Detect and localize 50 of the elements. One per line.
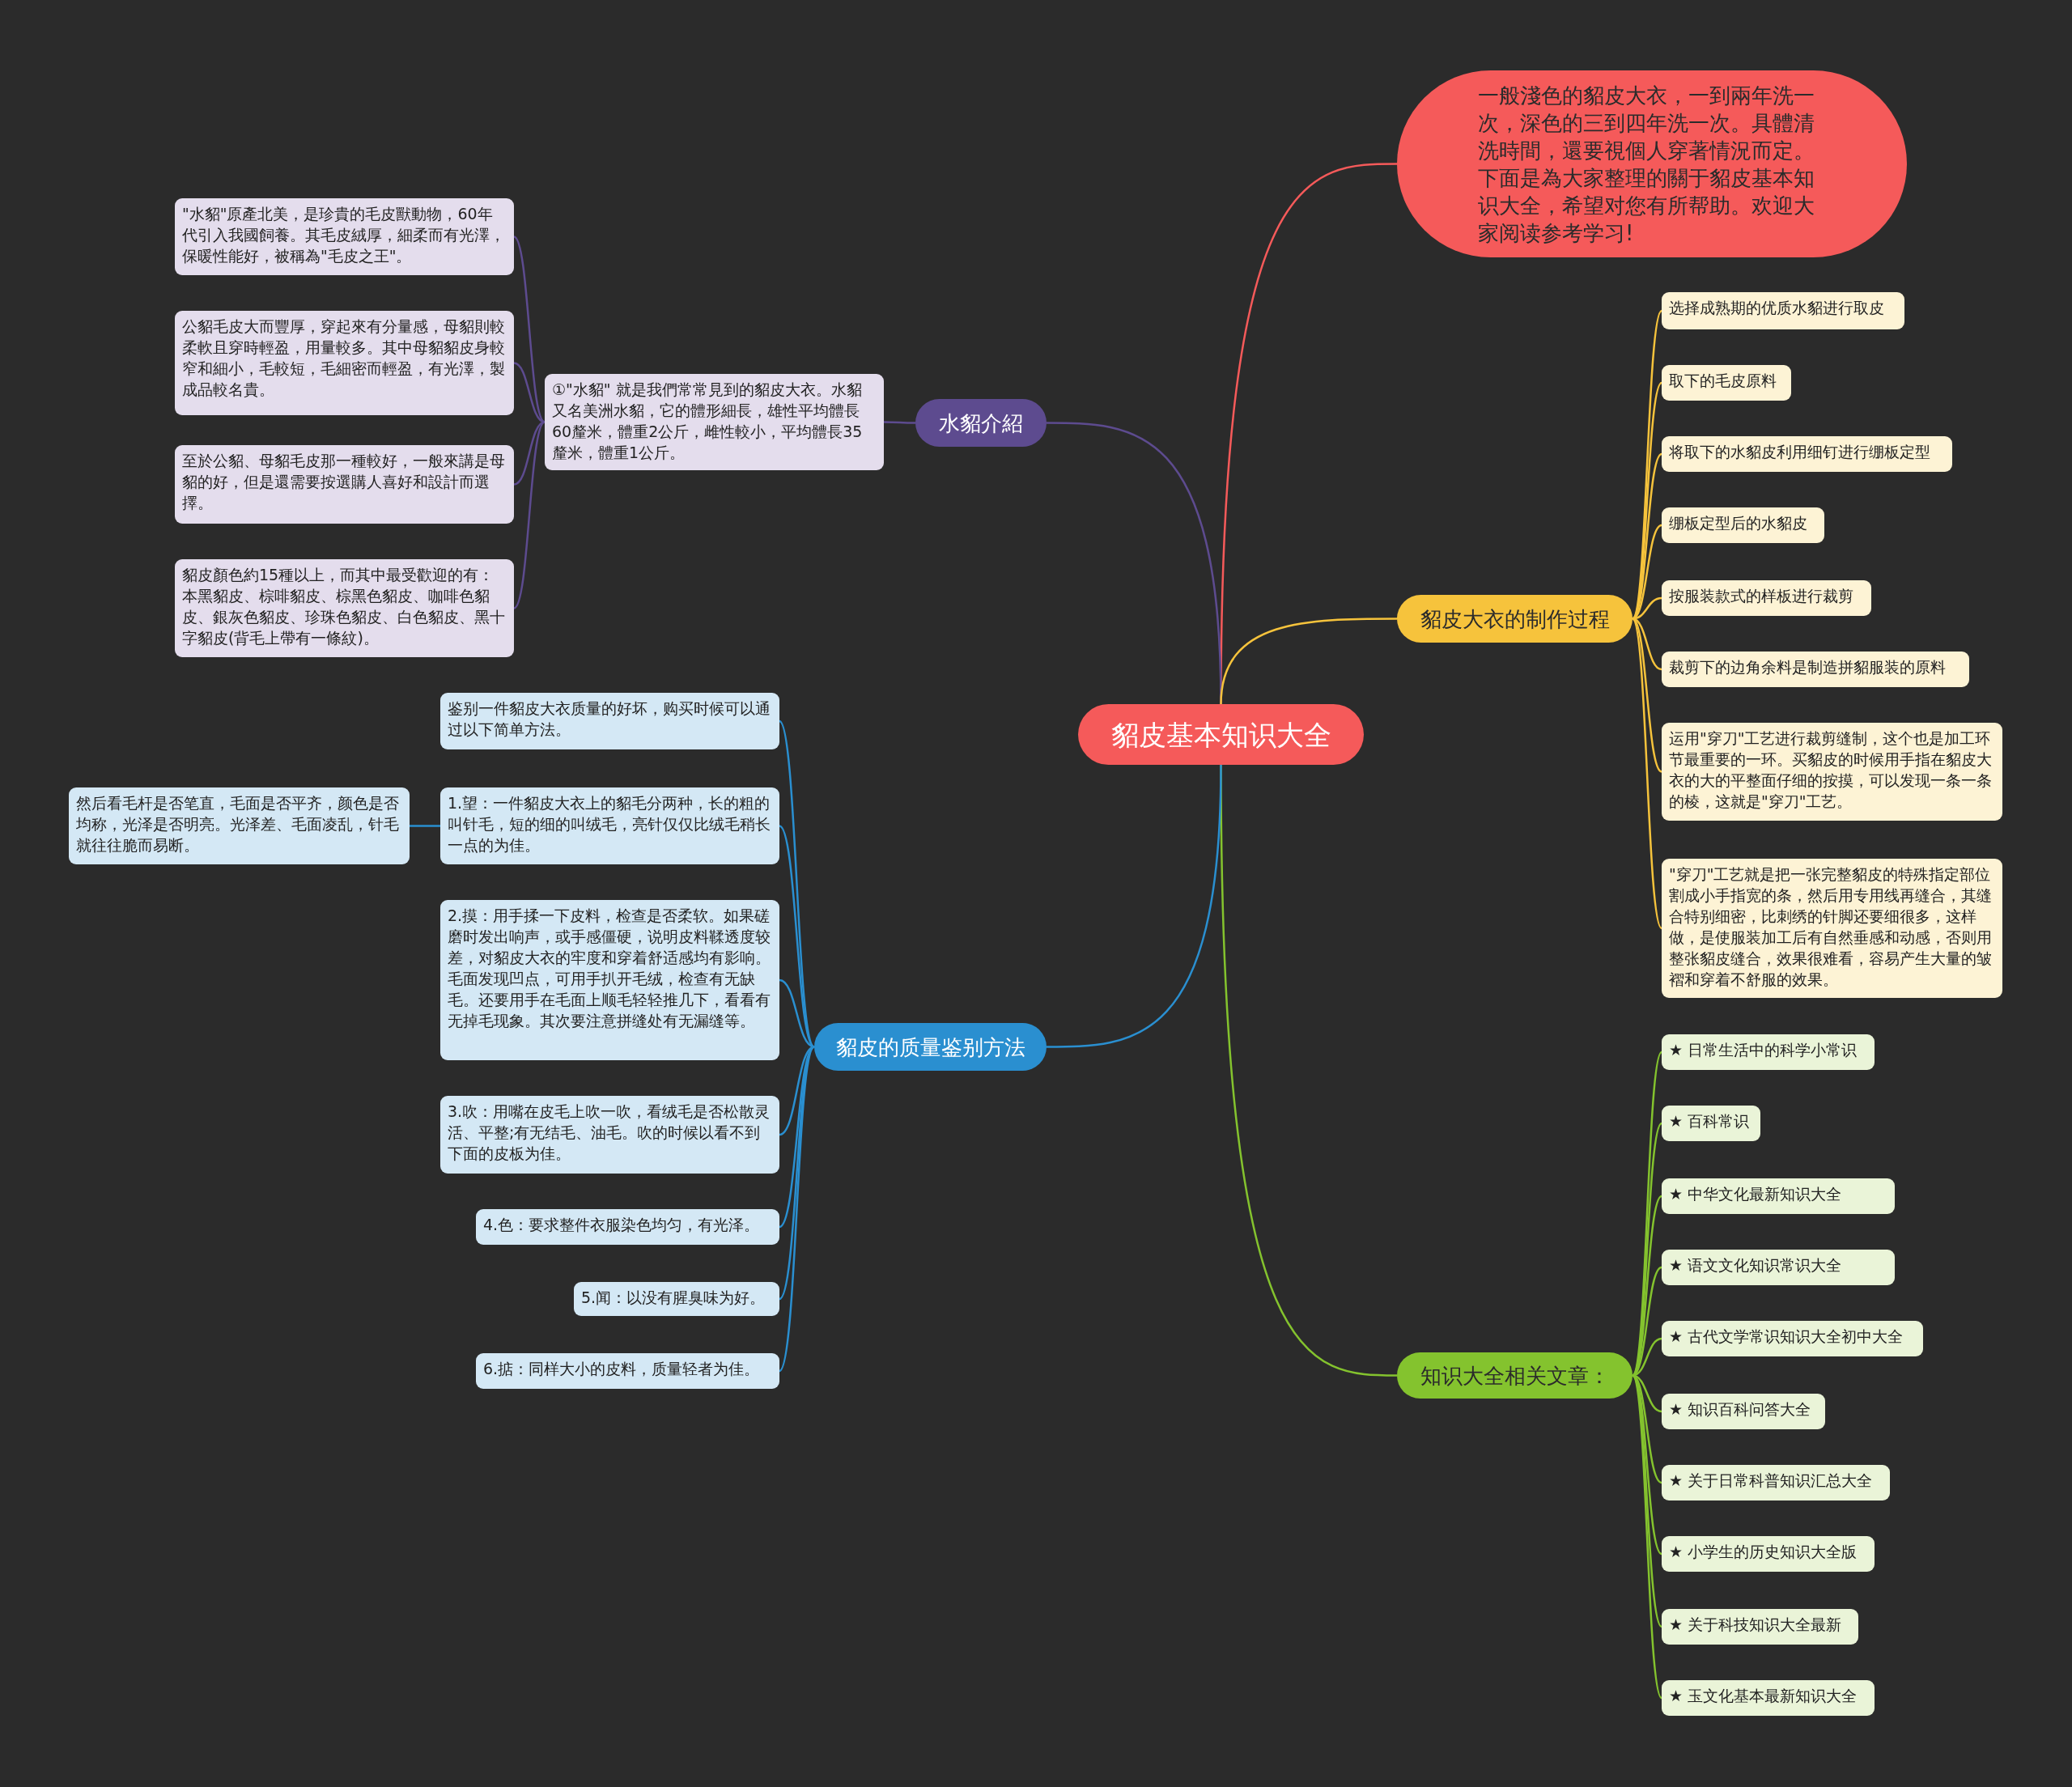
step-box: "穿刀"工艺就是把一张完整貂皮的特殊指定部位割成小手指宽的条，然后用专用线再缝合，其缝合特别细密，比刺绣的针脚还要细很多，这样做，是使服装加工后有自然垂感和动感，否则用整张貂皮缝合，效果很难看，容易产生大量的皱褶和穿着不舒服的效果。 xyxy=(1662,859,2002,998)
note-box: 6.掂：同样大小的皮料，质量轻者为佳。 xyxy=(476,1353,779,1389)
connector xyxy=(1631,618,1663,929)
central-topic: 貂皮基本知识大全 xyxy=(1078,704,1364,765)
step-box: 裁剪下的边角余料是制造拼貂服装的原料 xyxy=(1662,652,1969,687)
branch-topic: 知识大全相关文章： xyxy=(1397,1352,1633,1399)
note-box: ①"水貂" 就是我們常常見到的貂皮大衣。水貂又名美洲水貂，它的體形細長，雄性平均體長60釐米，體重2公斤，雌性較小，平均體長35釐米，體重1公斤。 xyxy=(545,374,884,470)
link-item: ★ 中华文化最新知识大全 xyxy=(1662,1178,1895,1214)
intro-bubble: 一般淺色的貂皮大衣，一到兩年洗一次，深色的三到四年洗一次。具體清洗時間，還要視個人穿著情況而定。下面是為大家整理的關于貂皮基本知识大全，希望对您有所帮助。欢迎大家阅读参考学习! xyxy=(1397,70,1907,257)
note-box: 2.摸：用手揉一下皮料，检查是否柔软。如果磋磨时发出响声，或手感僵硬，说明皮料鞣透度较差，对貂皮大衣的牢度和穿着舒适感均有影响。毛面发现凹点，可用手扒开毛绒，检查有无缺毛。还要用手在毛面上顺毛轻轻推几下，看看有无掉毛现象。其次要注意拼缝处有无漏缝等。 xyxy=(440,900,779,1060)
note-box: 4.色：要求整件衣服染色均匀，有光泽。 xyxy=(476,1209,779,1245)
link-item: ★ 关于日常科普知识汇总大全 xyxy=(1662,1465,1890,1500)
connector xyxy=(1631,1374,1663,1699)
connector xyxy=(1220,618,1397,705)
note-box: 貂皮顏色約15種以上，而其中最受歡迎的有：本黑貂皮、棕啡貂皮、棕黑色貂皮、咖啡色貂皮、銀灰色貂皮、珍珠色貂皮、白色貂皮、黑十字貂皮(背毛上帶有一條紋)。 xyxy=(175,559,514,657)
connector xyxy=(410,825,440,827)
step-box: 运用"穿刀"工艺进行裁剪缝制，这个也是加工环节最重要的一环。买貂皮的时候用手指在貂皮大衣的大的平整面仔细的按摸，可以发现一条一条的棱，这就是"穿刀"工艺。 xyxy=(1662,723,2002,821)
link-item: ★ 知识百科问答大全 xyxy=(1662,1394,1825,1429)
branch-topic: 水貂介紹 xyxy=(915,399,1047,447)
branch-topic: 貂皮的质量鉴别方法 xyxy=(814,1023,1047,1071)
step-box: 绷板定型后的水貂皮 xyxy=(1662,507,1824,543)
note-box: 5.闻：以没有腥臭味为好。 xyxy=(574,1282,779,1316)
note-box: 至於公貂、母貂毛皮那一種較好，一般來講是母貂的好，但是還需要按選購人喜好和設計而選擇。 xyxy=(175,445,514,524)
link-item: ★ 古代文学常识知识大全初中大全 xyxy=(1662,1321,1923,1356)
link-item: ★ 小学生的历史知识大全版 xyxy=(1662,1536,1875,1572)
connector xyxy=(884,421,915,424)
connector xyxy=(779,825,815,1048)
link-item: ★ 百科常识 xyxy=(1662,1106,1760,1141)
note-box: 然后看毛杆是否笔直，毛面是否平齐，颜色是否均称，光泽是否明亮。光泽差、毛面凌乱，针毛就往往脆而易断。 xyxy=(69,787,410,864)
note-box: 鉴别一件貂皮大衣质量的好坏，购买时候可以通过以下简单方法。 xyxy=(440,693,779,749)
connector xyxy=(1632,618,1662,773)
connector xyxy=(779,978,815,1048)
link-item: ★ 日常生活中的科学小常识 xyxy=(1662,1034,1875,1070)
connector xyxy=(513,236,546,423)
link-item: ★ 玉文化基本最新知识大全 xyxy=(1662,1680,1875,1716)
note-box: "水貂"原產北美，是珍貴的毛皮獸動物，60年代引入我國飼養。其毛皮絨厚，細柔而有光澤，保暖性能好，被稱為"毛皮之王"。 xyxy=(175,198,514,275)
connector xyxy=(778,1046,816,1372)
note-box: 公貂毛皮大而豐厚，穿起來有分量感，母貂則較柔軟且穿時輕盈，用量較多。其中母貂貂皮身較窄和細小，毛較短，毛細密而輕盈，有光澤，製成品較名貴。 xyxy=(175,311,514,415)
step-box: 选择成熟期的优质水貂进行取皮 xyxy=(1662,292,1904,329)
step-box: 取下的毛皮原料 xyxy=(1662,365,1791,401)
connector xyxy=(513,421,546,609)
step-box: 按服装款式的样板进行裁剪 xyxy=(1662,580,1871,616)
branch-topic: 貂皮大衣的制作过程 xyxy=(1397,595,1633,643)
link-item: ★ 语文文化知识常识大全 xyxy=(1662,1250,1895,1285)
connector xyxy=(1047,764,1222,1048)
link-item: ★ 关于科技知识大全最新 xyxy=(1662,1609,1858,1645)
note-box: 3.吹：用嘴在皮毛上吹一吹，看绒毛是否松散灵活、平整;有无结毛、油毛。吹的时候以看不到下面的皮板为佳。 xyxy=(440,1096,779,1174)
note-box: 1.望：一件貂皮大衣上的貂毛分两种，长的粗的叫针毛，短的细的叫绒毛，亮针仅仅比绒毛稍长一点的为佳。 xyxy=(440,787,779,864)
step-box: 将取下的水貂皮利用细钉进行绷板定型 xyxy=(1662,436,1952,472)
connector xyxy=(778,720,816,1048)
